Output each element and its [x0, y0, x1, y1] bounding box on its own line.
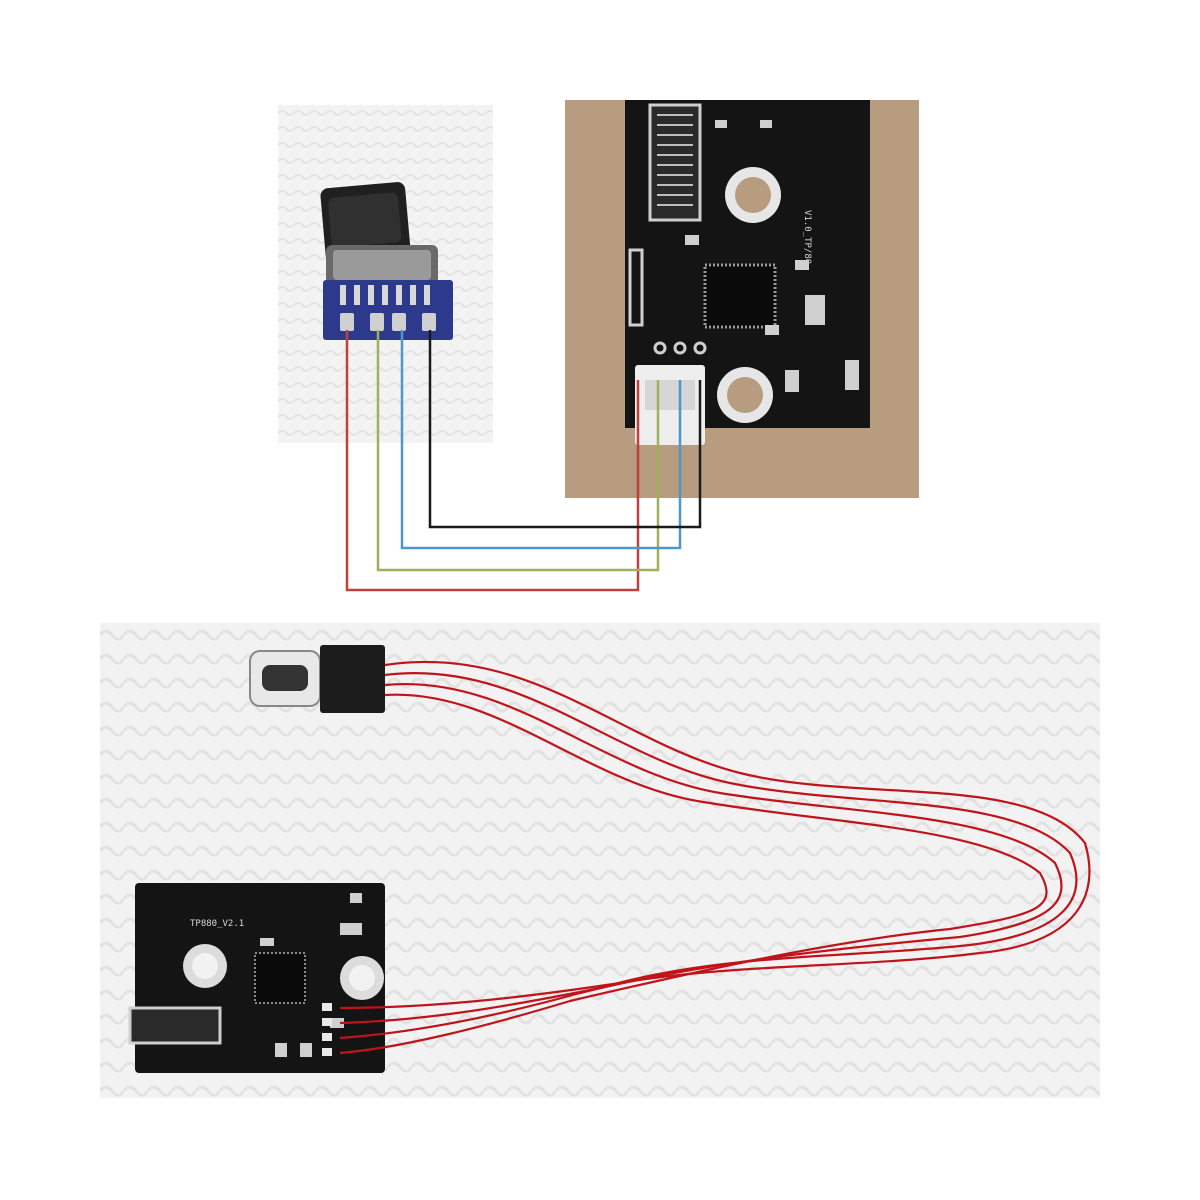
- usb-c-plug-face: [328, 192, 402, 248]
- red-cable-bundle: [339, 660, 1091, 1055]
- main-pcb-illustration: V1.0_TP/80: [565, 100, 919, 498]
- main-chip-bottom: [254, 952, 306, 1004]
- assembled-cable-photo: TP880_V2.1: [100, 623, 1100, 1098]
- usb-c-breakout-illustration: [278, 105, 493, 443]
- board-label-top: V1.0_TP/80: [802, 210, 812, 264]
- smd-components-bottom: [260, 893, 362, 1057]
- wire-solder-pads: [322, 1003, 332, 1056]
- main-chip: [703, 263, 777, 329]
- assembled-cable-illustration: TP880_V2.1: [100, 623, 1100, 1098]
- usb-c-breakout-photo: [278, 105, 493, 443]
- smd-components: [685, 120, 859, 392]
- board-label-bottom: TP880_V2.1: [190, 919, 244, 929]
- fpc-connector: [648, 103, 702, 222]
- breakout-pins: [340, 285, 430, 305]
- main-pcb-photo: V1.0_TP/80: [565, 100, 919, 498]
- breakout-pads: [340, 313, 436, 331]
- fpc-connector-bottom: [128, 1006, 222, 1045]
- usb-c-overmold: [320, 645, 385, 713]
